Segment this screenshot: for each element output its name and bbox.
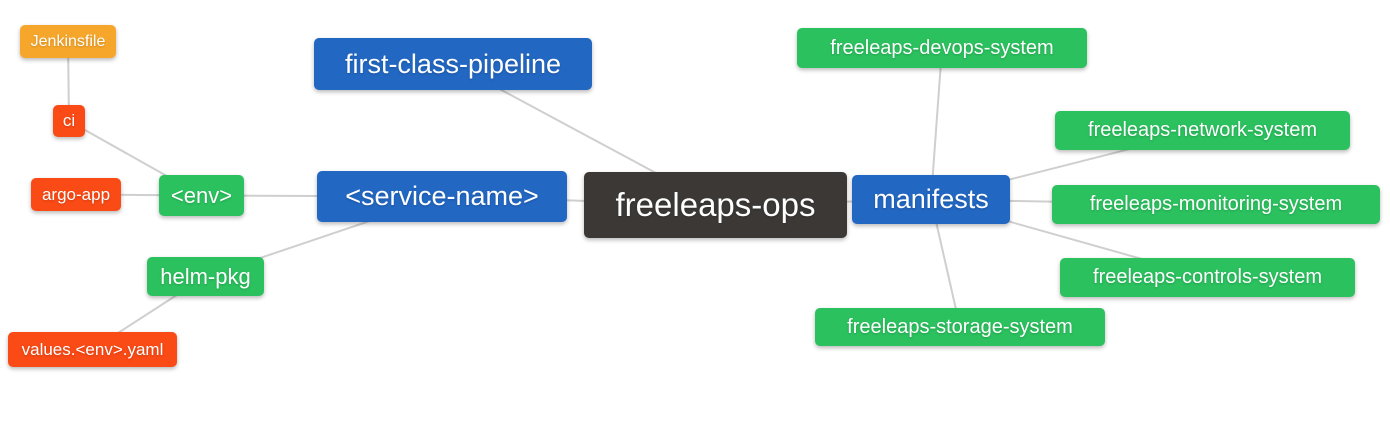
- node-label: values.<env>.yaml: [21, 339, 164, 359]
- node-freeleaps-network-system[interactable]: freeleaps-network-system: [1055, 111, 1350, 150]
- node-values-env-yaml[interactable]: values.<env>.yaml: [8, 332, 177, 367]
- node-manifests[interactable]: manifests: [852, 175, 1010, 224]
- node-label: freeleaps-controls-system: [1093, 266, 1322, 288]
- node-freeleaps-storage-system[interactable]: freeleaps-storage-system: [815, 308, 1105, 346]
- node-label: freeleaps-network-system: [1088, 119, 1317, 141]
- node-label: freeleaps-ops: [615, 186, 816, 223]
- node-service-name[interactable]: <service-name>: [317, 171, 567, 222]
- node-ci[interactable]: ci: [53, 105, 85, 137]
- node-label: Jenkinsfile: [30, 32, 106, 50]
- node-label: freeleaps-storage-system: [847, 315, 1073, 338]
- node-freeleaps-devops-system[interactable]: freeleaps-devops-system: [797, 28, 1087, 68]
- node-helm-pkg[interactable]: helm-pkg: [147, 257, 264, 296]
- node-first-class-pipeline[interactable]: first-class-pipeline: [314, 38, 592, 90]
- node-label: <service-name>: [345, 181, 539, 211]
- node-label: <env>: [170, 182, 233, 208]
- node-label: first-class-pipeline: [344, 48, 562, 79]
- node-freeleaps-ops[interactable]: freeleaps-ops: [584, 172, 847, 238]
- node-jenkinsfile[interactable]: Jenkinsfile: [20, 25, 116, 58]
- node-label: freeleaps-monitoring-system: [1089, 193, 1343, 215]
- node-label: helm-pkg: [160, 263, 251, 289]
- node-label: ci: [62, 111, 76, 130]
- node-freeleaps-controls-system[interactable]: freeleaps-controls-system: [1060, 258, 1355, 297]
- node-argo-app[interactable]: argo-app: [31, 178, 121, 211]
- node-label: freeleaps-devops-system: [830, 36, 1054, 59]
- node-env[interactable]: <env>: [159, 175, 244, 216]
- node-label: argo-app: [41, 184, 111, 204]
- node-label: manifests: [873, 184, 989, 214]
- edge-manifests--freeleaps-devops-system: [930, 47, 943, 200]
- node-freeleaps-monitoring-system[interactable]: freeleaps-monitoring-system: [1052, 185, 1380, 224]
